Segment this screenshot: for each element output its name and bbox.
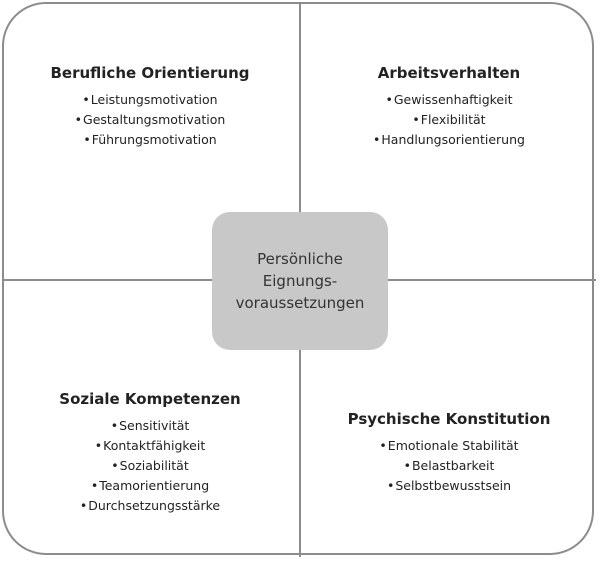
list-item: Teamorientierung xyxy=(2,476,298,496)
list-item: Flexibilität xyxy=(301,110,597,130)
quadrant-title: Psychische Konstitution xyxy=(347,410,551,428)
diagram-frame xyxy=(2,2,594,555)
quadrant-top-right: Arbeitsverhalten Gewissenhaftigkeit Flex… xyxy=(301,63,597,150)
center-label-line: voraussetzungen xyxy=(235,294,365,312)
list-item: Kontaktfähigkeit xyxy=(2,436,298,456)
quadrant-list: Emotionale Stabilität Belastbarkeit Selb… xyxy=(301,436,597,496)
center-box: Persönliche Eignungs- voraussetzungen xyxy=(212,212,388,350)
quadrant-title: Soziale Kompetenzen xyxy=(59,390,241,408)
quadrant-bottom-left: Soziale Kompetenzen Sensitivität Kontakt… xyxy=(2,389,298,516)
quadrant-bottom-right: Psychische Konstitution Emotionale Stabi… xyxy=(301,409,597,496)
list-item: Gewissenhaftigkeit xyxy=(301,90,597,110)
list-item: Selbstbewusstsein xyxy=(301,476,597,496)
quadrant-list: Sensitivität Kontaktfähigkeit Soziabilit… xyxy=(2,416,298,516)
list-item: Belastbarkeit xyxy=(301,456,597,476)
list-item: Gestaltungsmotivation xyxy=(2,110,298,130)
quadrant-top-left: Berufliche Orientierung Leistungsmotivat… xyxy=(2,63,298,150)
list-item: Durchsetzungsstärke xyxy=(2,496,298,516)
list-item: Führungsmotivation xyxy=(2,130,298,150)
quadrant-list: Gewissenhaftigkeit Flexibilität Handlung… xyxy=(301,90,597,150)
list-item: Soziabilität xyxy=(2,456,298,476)
quadrant-title: Arbeitsverhalten xyxy=(377,64,521,82)
quadrant-list: Leistungsmotivation Gestaltungsmotivatio… xyxy=(2,90,298,150)
center-label-line: Persönliche xyxy=(257,250,343,268)
list-item: Handlungsorientierung xyxy=(301,130,597,150)
list-item: Emotionale Stabilität xyxy=(301,436,597,456)
list-item: Leistungsmotivation xyxy=(2,90,298,110)
quadrant-title: Berufliche Orientierung xyxy=(50,64,250,82)
center-label-line: Eignungs- xyxy=(262,272,338,290)
list-item: Sensitivität xyxy=(2,416,298,436)
